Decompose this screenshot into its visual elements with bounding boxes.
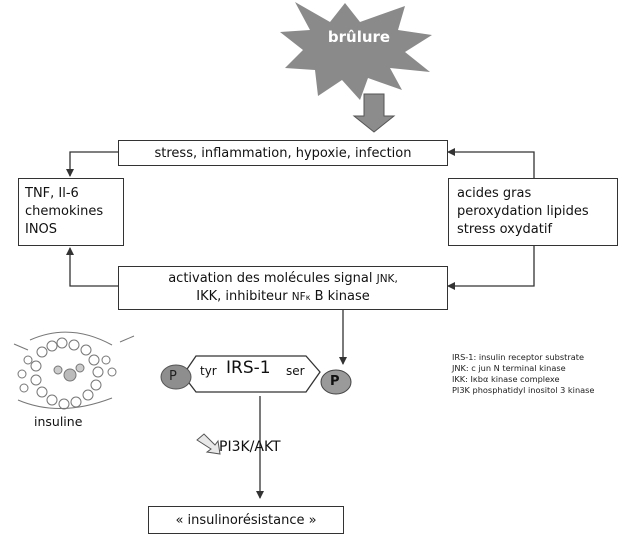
legend-line-irs1: IRS-1: insulin receptor substrate [452,352,584,362]
phospho-left-label: P [169,369,177,384]
down-arrow [352,93,396,133]
trigger-label: brûlure [327,28,391,46]
signal-line-2-b: B kinase [314,289,370,304]
legend-line-jnk: JNK: c jun N terminal kinase [452,363,566,373]
insulin-resistance-text: « insulinorésistance » [175,512,317,528]
arrow-middle-to-left [66,247,118,287]
phospho-right-circle [320,369,352,395]
cytokines-box: TNF, Il-6 chemokines INOS [18,178,124,246]
brulure-starburst [280,2,432,100]
irs1-ser-label: ser [286,364,305,378]
signal-line-2-kappa: κ [305,293,311,302]
pi3k-akt-label: PI3K/AKT [219,439,281,455]
abbreviation-legend: IRS-1: insulin receptor substrate JNK: c… [452,352,594,396]
signal-activation-box: activation des molécules signal JNK, IKK… [118,266,448,310]
oxidative-line-3: stress oxydatif [457,222,553,237]
irs1-molecule-outline [182,355,321,393]
signal-line-2-nf: NF [291,291,306,303]
oxidative-line-1: acides gras [457,186,532,201]
top-stress-box: stress, inflammation, hypoxie, infection [118,140,448,166]
top-stress-text: stress, inflammation, hypoxie, infection [154,145,412,161]
oxidative-line-2: peroxydation lipides [457,204,589,219]
cytokines-line-3: INOS [25,222,58,237]
signal-line-1-jnk: JNK, [376,273,398,285]
irs1-name-label: IRS-1 [226,358,271,378]
phospho-right-label: P [330,374,340,389]
pi3k-arrow-icon [196,433,221,455]
signal-line-2-a: IKK, inhibiteur [196,289,288,304]
arrow-right-to-top [447,148,535,178]
arrow-right-to-middle [447,246,535,290]
arrow-top-to-left [66,151,118,177]
irs1-tyr-label: tyr [200,364,217,378]
signal-line-2: IKK, inhibiteur NFκ B kinase [119,288,447,307]
signal-line-1: activation des molécules signal JNK, [119,270,447,288]
insulin-receptor-image [13,331,135,410]
signal-line-1-main: activation des molécules signal [168,271,373,286]
cytokines-line-2: chemokines [25,204,104,219]
oxidative-box: acides gras peroxydation lipides stress … [448,178,618,246]
legend-line-ikk: IKK: Iκbα kinase complexe [452,374,560,384]
legend-line-pi3k: PI3K phosphatidyl inositol 3 kinase [452,385,595,395]
insulin-resistance-box: « insulinorésistance » [148,506,344,534]
cytokines-line-1: TNF, Il-6 [25,186,79,201]
insuline-label: insuline [34,414,83,429]
phospho-left-circle [160,364,192,390]
